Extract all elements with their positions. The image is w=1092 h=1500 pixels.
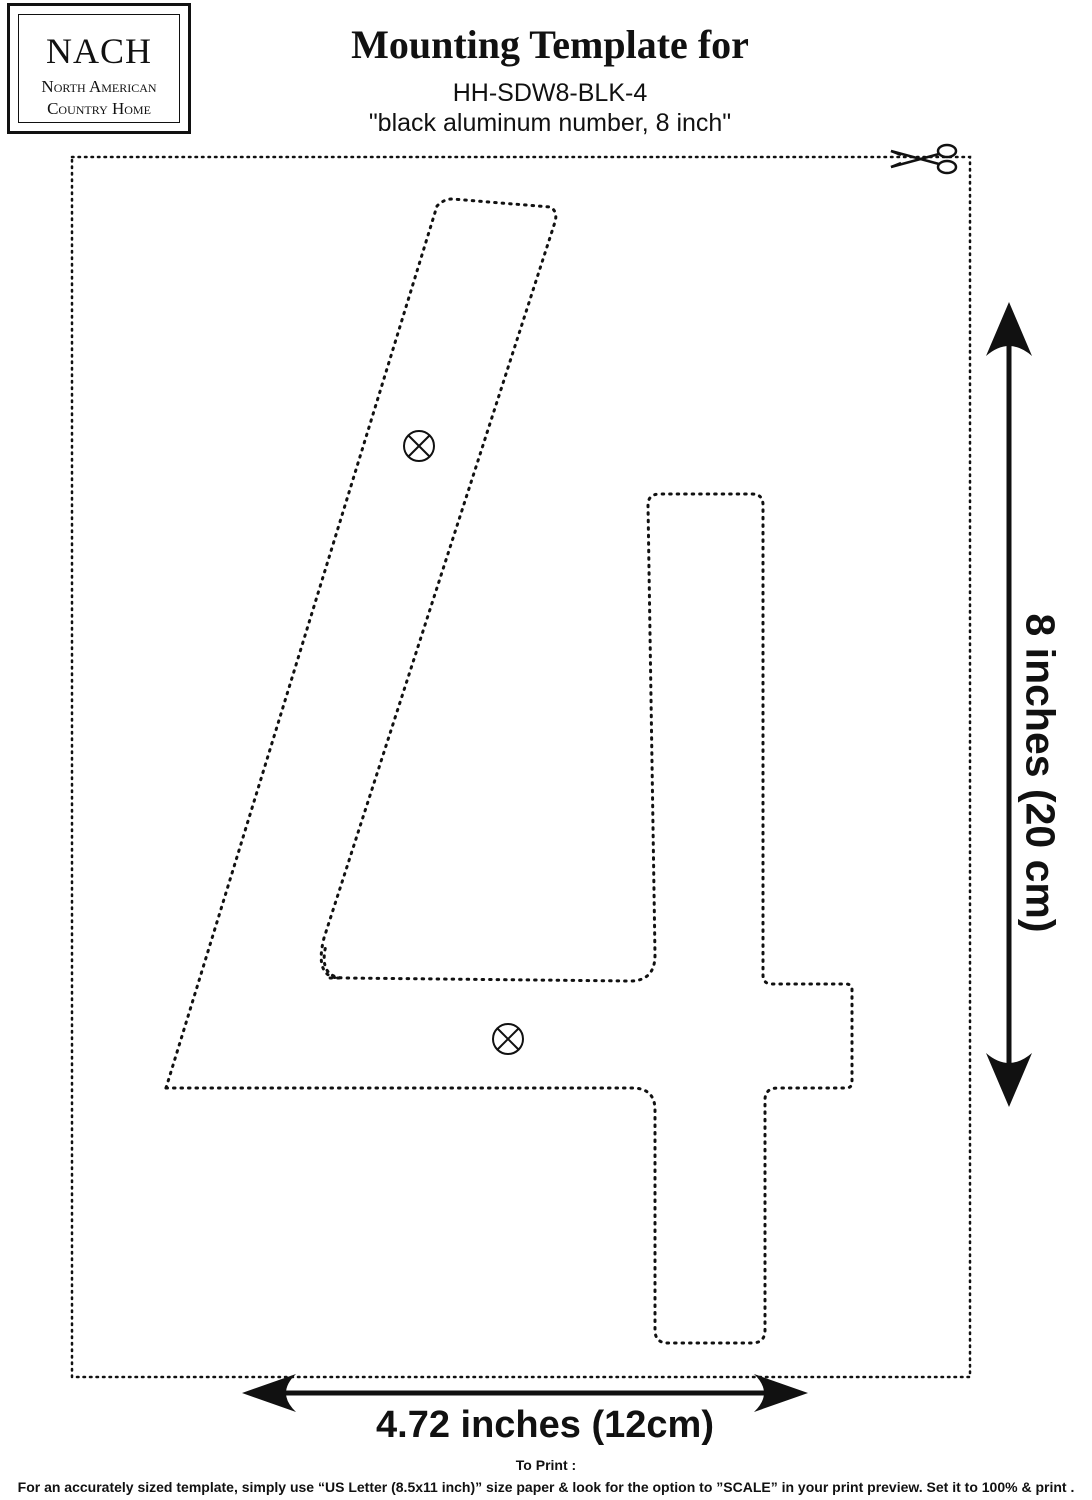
digit-4-diagonal-outline (164, 197, 558, 1090)
height-dimension-text: 8 inches (20 cm) (1017, 613, 1064, 933)
logo-name: NACH (45, 31, 152, 71)
width-dimension-label: 4.72 inches (12cm) (376, 1404, 714, 1446)
print-heading: To Print : (515, 1457, 577, 1473)
nach-logo: NACH North American Country Home (7, 3, 191, 134)
mounting-hole-icon (492, 1023, 524, 1055)
logo-inner-frame: NACH North American Country Home (18, 14, 180, 123)
cut-line-border (70, 155, 972, 1379)
mounting-hole-icon (403, 430, 435, 462)
digit-4-body-outline (164, 492, 854, 1345)
height-dimension-label: 8 inches (20 cm) (1000, 613, 1080, 932)
logo-line-1: North American (41, 77, 157, 96)
page-title: Mounting Template for (351, 22, 749, 67)
print-instructions: For an accurately sized template, simply… (17, 1479, 1075, 1495)
logo-line-2: Country Home (47, 99, 151, 118)
product-sku: HH-SDW8-BLK-4 (452, 79, 648, 107)
width-dimension-arrow (242, 1374, 808, 1412)
product-description: "black aluminum number, 8 inch" (368, 109, 732, 137)
height-dimension-arrow (986, 302, 1032, 1107)
scissors-icon (890, 143, 958, 175)
